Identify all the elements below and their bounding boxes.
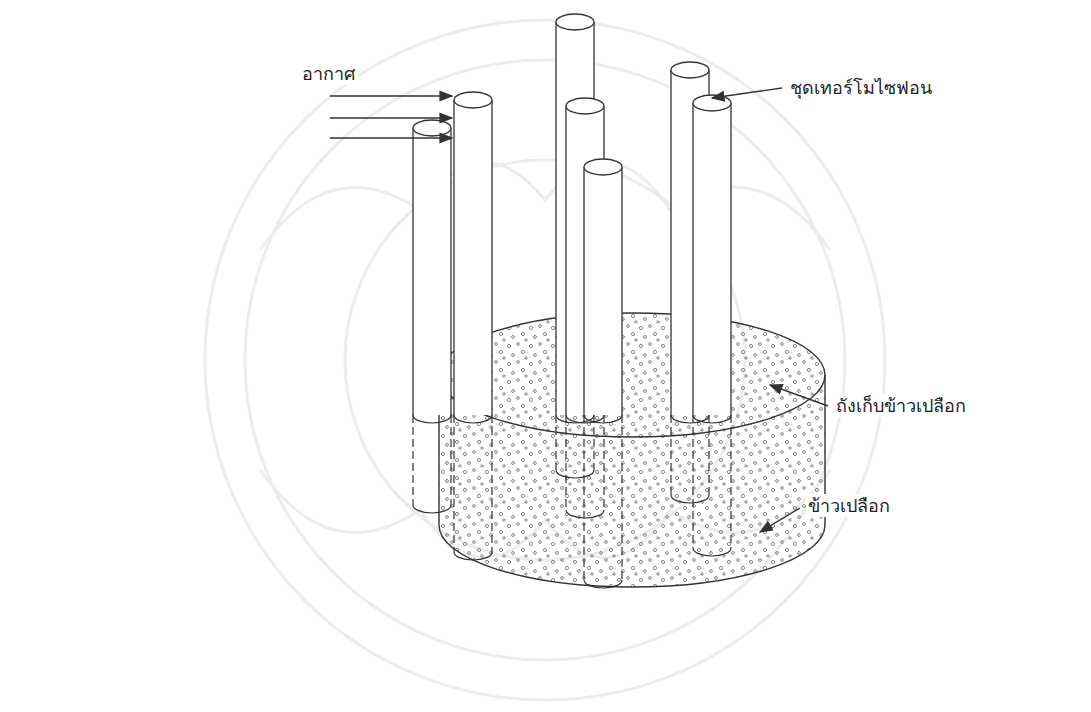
air-arrows	[330, 96, 452, 138]
tube-side	[453, 100, 454, 415]
tube-ring	[454, 415, 492, 423]
tube-ring	[413, 415, 451, 423]
tube-fill	[693, 103, 731, 415]
part-label: ชุดเทอร์โมไซฟอน	[788, 76, 934, 99]
tube-side-hidden	[603, 415, 604, 510]
thermosiphon-tube	[693, 95, 731, 556]
part-label: ข้าวเปลือก	[806, 494, 892, 517]
tube-side	[692, 103, 693, 415]
tube-top	[671, 62, 709, 78]
tube-side	[583, 167, 584, 415]
tube-top	[584, 159, 622, 175]
tube-side	[412, 128, 413, 415]
thermosiphon-tube	[584, 159, 622, 588]
tube-ring	[693, 415, 731, 423]
thermosiphon-tube	[413, 120, 451, 513]
tube-side	[450, 128, 451, 415]
storage-tank	[439, 313, 825, 587]
tube-side	[565, 106, 566, 415]
tube-side-hidden	[453, 415, 454, 552]
tube-side-hidden	[670, 415, 671, 495]
tube-side	[555, 22, 556, 415]
tube-bottom	[454, 552, 492, 560]
part-label: ถังเก็บข้าวเปลือก	[834, 394, 968, 417]
air-label: อากาศ	[300, 62, 357, 85]
tube-side-hidden	[491, 415, 492, 552]
tube-side-hidden	[593, 415, 594, 470]
tube-ring	[566, 415, 604, 423]
tube-bottom	[671, 495, 709, 503]
tube-bottom	[584, 580, 622, 588]
tube-side	[491, 100, 492, 415]
tube-side-hidden	[730, 415, 731, 548]
tube-bottom	[556, 470, 594, 478]
tube-fill	[454, 100, 492, 415]
thermosiphon-tubes	[413, 14, 731, 588]
tube-side-hidden	[565, 415, 566, 510]
tube-top	[413, 120, 451, 136]
tube-ring	[584, 415, 622, 423]
tube-side	[621, 167, 622, 415]
tube-fill	[584, 167, 622, 415]
tube-top	[566, 98, 604, 114]
tube-side-hidden	[708, 415, 709, 495]
tube-fill	[413, 128, 451, 415]
tube-top	[454, 92, 492, 108]
tube-side-hidden	[412, 415, 413, 505]
tube-top	[556, 14, 594, 30]
tube-bottom	[566, 510, 604, 518]
tube-bottom	[413, 505, 451, 513]
watermark-seal	[205, 20, 885, 700]
tube-side	[670, 70, 671, 415]
thermosiphon-tube	[454, 92, 492, 560]
tube-side-hidden	[583, 415, 584, 580]
tube-side-hidden	[450, 415, 451, 505]
tube-side	[730, 103, 731, 415]
tube-side-hidden	[621, 415, 622, 580]
tube-side-hidden	[692, 415, 693, 548]
leader-arrows	[712, 88, 828, 532]
tube-side-hidden	[555, 415, 556, 470]
tube-bottom	[693, 548, 731, 556]
